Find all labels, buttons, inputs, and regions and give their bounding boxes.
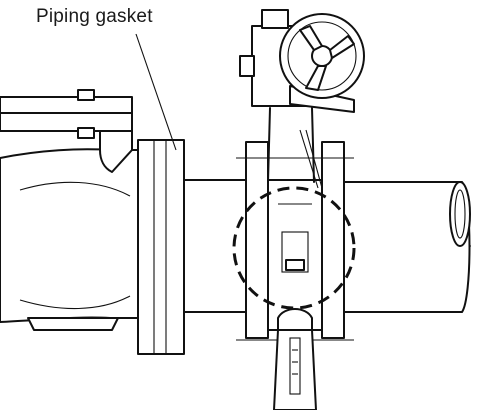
- right-pipe: [339, 181, 471, 313]
- gasket-flange: [137, 139, 185, 355]
- bolt-bottom: [77, 127, 95, 139]
- pipe-segment: [183, 179, 247, 313]
- valve-flange-right: [321, 141, 345, 339]
- bolt-top: [77, 89, 95, 101]
- gasket-leader-line: [135, 33, 177, 151]
- valve-foot: [27, 317, 119, 331]
- handwheel-icon: [279, 13, 365, 99]
- valve-pin: [285, 259, 305, 271]
- piping-gasket-label: Piping gasket: [36, 6, 153, 27]
- detail-circle: [232, 186, 356, 310]
- pipe-end-opening: [449, 181, 471, 247]
- valve-flange-left: [245, 141, 269, 339]
- bottom-stem: [273, 329, 317, 411]
- left-valve-body: [0, 148, 139, 331]
- top-left-flange: [0, 89, 133, 173]
- wafer-valve-body: [267, 179, 323, 331]
